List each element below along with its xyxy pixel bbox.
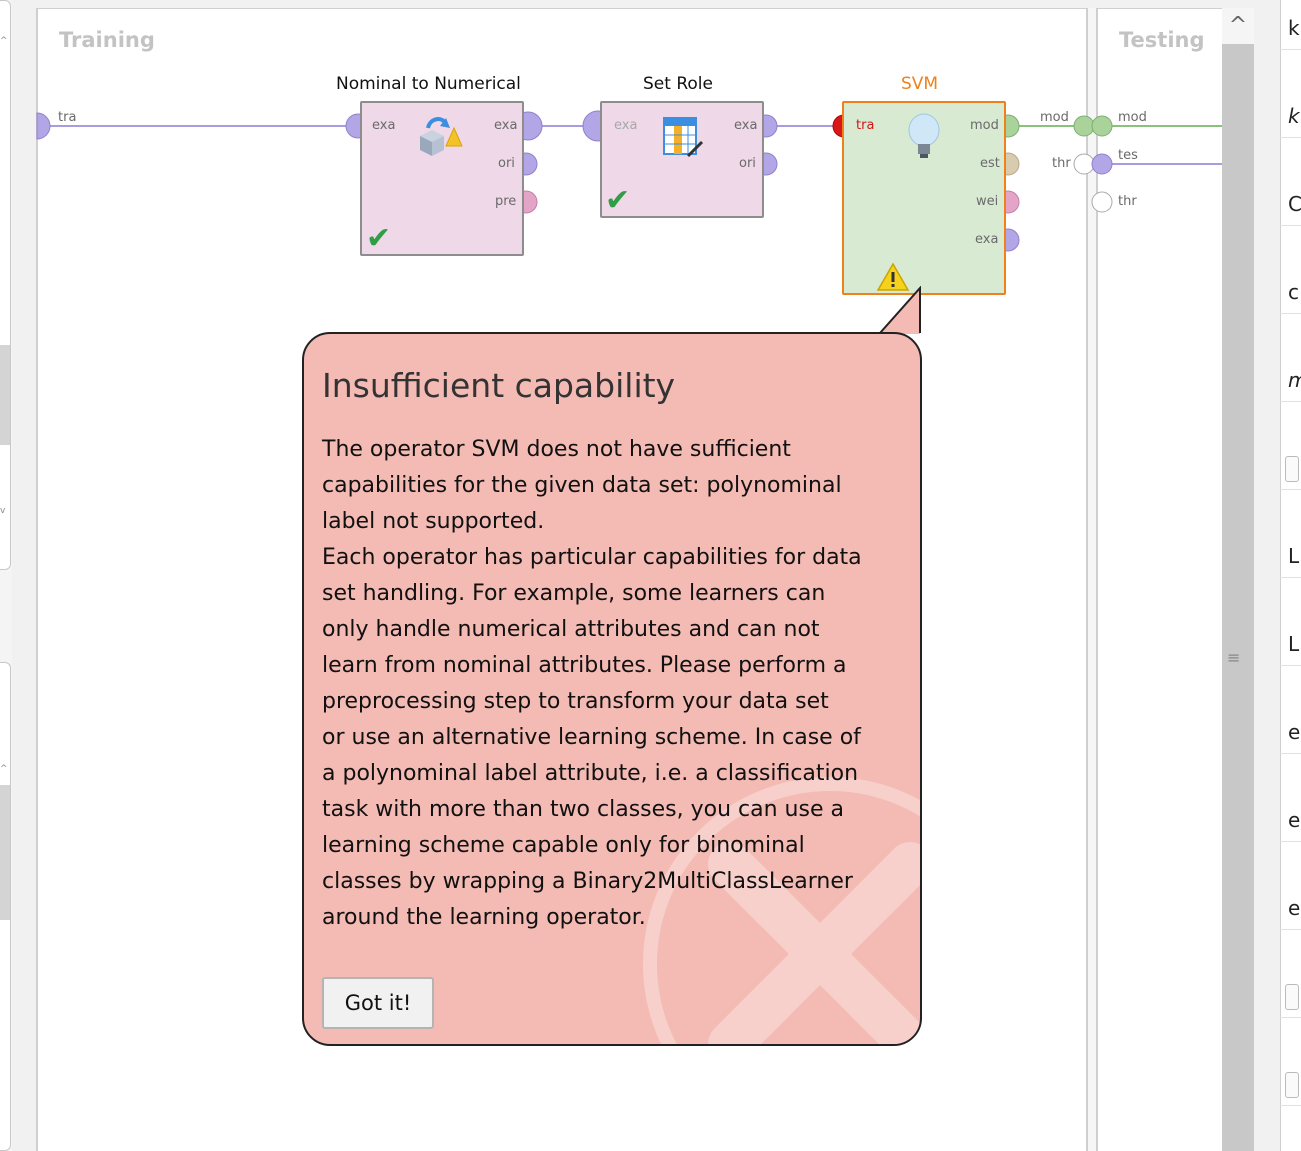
scroll-down-icon[interactable]: v: [0, 506, 6, 516]
nominal-ok-checkmark-icon: ✔: [366, 221, 392, 256]
param-row[interactable]: C: [1280, 182, 1301, 226]
tooltip-line: learning scheme capable only for binomin…: [322, 833, 805, 858]
svm-operator-title: SVM: [901, 74, 939, 94]
svm-mod-label: mod: [970, 118, 999, 133]
nominal-ori-label: ori: [498, 156, 515, 171]
tooltip-line: The operator SVM does not have sufficien…: [322, 437, 791, 462]
param-row[interactable]: c: [1280, 270, 1301, 314]
tooltip-line: preprocessing step to transform your dat…: [322, 689, 829, 714]
insufficient-capability-tooltip: Insufficient capability The operator SVM…: [302, 332, 922, 1046]
param-label: L: [1288, 632, 1300, 656]
param-row[interactable]: m: [1280, 358, 1301, 402]
left-panel-edge: ^ v ^: [0, 0, 12, 1151]
left-scroll-thumb[interactable]: [0, 345, 10, 445]
setrole-operator-title: Set Role: [643, 74, 713, 94]
canvas-scroll-thumb[interactable]: [1222, 44, 1254, 1151]
testing-tes-port[interactable]: [1091, 153, 1113, 175]
nominal-in-label: exa: [372, 118, 396, 133]
tooltip-line: task with more than two classes, you can…: [322, 797, 844, 822]
scroll-up-icon[interactable]: ^: [0, 36, 8, 46]
param-label: e: [1288, 896, 1301, 920]
param-row[interactable]: e: [1280, 710, 1301, 754]
parameters-panel-body: [1280, 0, 1301, 1151]
subprocess-divider[interactable]: [1086, 8, 1098, 1151]
tooltip-line: a polynominal label attribute, i.e. a cl…: [322, 761, 859, 786]
training-input-label: tra: [58, 110, 77, 125]
svm-out-mod-label: mod: [1040, 110, 1069, 125]
canvas-vertical-scrollbar[interactable]: ^ ≡: [1222, 8, 1254, 1151]
nominal-pre-label: pre: [495, 194, 517, 209]
param-row[interactable]: L: [1280, 534, 1301, 578]
setrole-exa-label: exa: [734, 118, 758, 133]
param-label: e: [1288, 808, 1301, 832]
param-label: k: [1288, 104, 1300, 128]
svm-est-label: est: [980, 156, 1000, 171]
left-scroll-thumb-lower[interactable]: [0, 785, 10, 920]
training-thr-out-port[interactable]: [1073, 153, 1095, 175]
param-row[interactable]: e: [1280, 798, 1301, 842]
svm-out-thr-label: thr: [1052, 156, 1071, 171]
param-label: c: [1288, 280, 1299, 304]
svm-exa-label: exa: [975, 232, 999, 247]
lightbulb-icon: [908, 113, 940, 158]
scroll-grip-icon: ≡: [1227, 648, 1241, 667]
setrole-in-label: exa: [614, 118, 638, 133]
param-label: k: [1288, 16, 1300, 40]
tooltip-pointer: [879, 286, 921, 334]
nominal-exa-label: exa: [494, 118, 518, 133]
tooltip-title: Insufficient capability: [322, 366, 676, 405]
tooltip-line: set handling. For example, some learners…: [322, 581, 826, 606]
param-label: C: [1288, 192, 1301, 216]
nominal-to-numerical-operator[interactable]: [360, 101, 524, 256]
testing-thr-port[interactable]: [1091, 191, 1113, 213]
testing-thr-label: thr: [1118, 194, 1137, 209]
param-row[interactable]: [1280, 974, 1301, 1018]
setrole-ok-checkmark-icon: ✔: [605, 183, 631, 218]
warning-icon: [876, 262, 910, 291]
training-mod-out-port[interactable]: [1073, 115, 1095, 137]
cube-convert-icon: [420, 117, 463, 156]
param-row[interactable]: [1280, 446, 1301, 490]
svm-wei-label: wei: [976, 194, 999, 209]
param-label: m: [1288, 368, 1301, 392]
scroll-up-icon[interactable]: ^: [0, 764, 8, 774]
param-row[interactable]: k: [1280, 6, 1301, 50]
param-checkbox[interactable]: [1285, 984, 1299, 1010]
svm-tra-label: tra: [856, 118, 875, 133]
tooltip-line: label not supported.: [322, 509, 545, 534]
param-checkbox[interactable]: [1285, 1072, 1299, 1098]
param-label: L: [1288, 544, 1300, 568]
left-panel-frame: [0, 0, 11, 570]
testing-mod-label: mod: [1118, 110, 1147, 125]
parameters-panel: k k C c m L L e e e: [1254, 0, 1301, 1151]
param-checkbox[interactable]: [1285, 456, 1299, 482]
tooltip-message: The operator SVM does not have sufficien…: [322, 432, 912, 936]
testing-zone-label: Testing: [1119, 28, 1205, 52]
param-row[interactable]: L: [1280, 622, 1301, 666]
tooltip-line: classes by wrapping a Binary2MultiClassL…: [322, 869, 853, 894]
got-it-button[interactable]: Got it!: [322, 977, 434, 1029]
param-row[interactable]: [1280, 1062, 1301, 1106]
tooltip-line: learn from nominal attributes. Please pe…: [322, 653, 847, 678]
param-row[interactable]: k: [1280, 94, 1301, 138]
scroll-up-icon[interactable]: ^: [1222, 8, 1254, 44]
param-label: e: [1288, 720, 1301, 744]
param-row[interactable]: e: [1280, 886, 1301, 930]
table-edit-icon: [663, 117, 704, 158]
tooltip-line: only handle numerical attributes and can…: [322, 617, 820, 642]
testing-mod-port[interactable]: [1091, 115, 1113, 137]
training-zone-label: Training: [59, 28, 155, 52]
tooltip-line: around the learning operator.: [322, 905, 646, 930]
testing-tes-label: tes: [1118, 148, 1138, 163]
tooltip-line: or use an alternative learning scheme. I…: [322, 725, 861, 750]
error-x-icon: [643, 777, 920, 1044]
setrole-ori-label: ori: [739, 156, 756, 171]
tooltip-line: Each operator has particular capabilitie…: [322, 545, 862, 570]
nominal-operator-title: Nominal to Numerical: [336, 74, 521, 94]
tooltip-line: capabilities for the given data set: pol…: [322, 473, 842, 498]
training-input-port[interactable]: [36, 112, 51, 140]
